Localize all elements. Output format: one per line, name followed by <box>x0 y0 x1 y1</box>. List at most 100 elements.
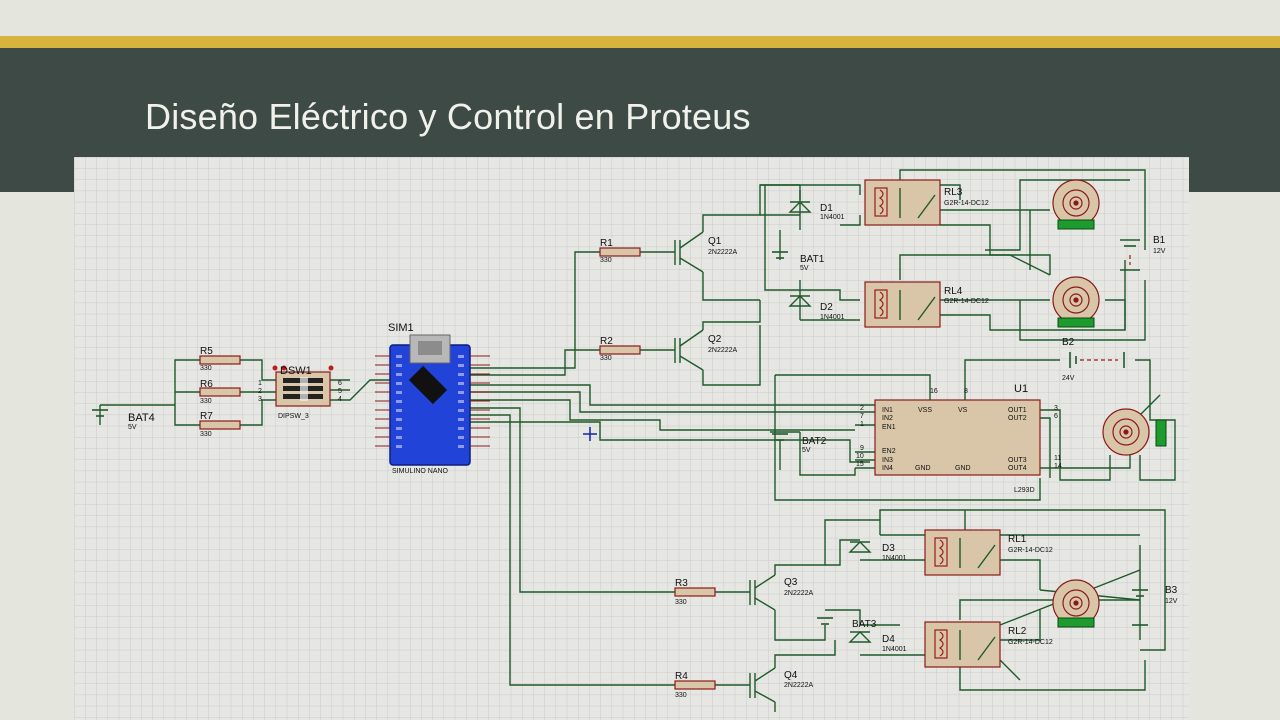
svg-text:D1: D1 <box>820 203 833 214</box>
svg-text:IN2: IN2 <box>882 415 893 422</box>
svg-text:OUT1: OUT1 <box>1008 407 1027 414</box>
svg-text:U1: U1 <box>1014 383 1028 395</box>
slide-title: Diseño Eléctrico y Control en Proteus <box>145 96 751 137</box>
svg-text:OUT4: OUT4 <box>1008 465 1027 472</box>
svg-text:14: 14 <box>1054 463 1062 470</box>
svg-text:6: 6 <box>1054 413 1058 420</box>
svg-text:24V: 24V <box>1062 375 1075 382</box>
svg-text:GND: GND <box>915 465 931 472</box>
svg-text:EN1: EN1 <box>882 424 896 431</box>
svg-text:R5: R5 <box>200 346 213 357</box>
svg-text:1: 1 <box>860 421 864 428</box>
svg-text:2N2222A: 2N2222A <box>708 249 738 256</box>
svg-text:G2R-14-DC12: G2R-14-DC12 <box>1008 639 1053 646</box>
svg-text:330: 330 <box>200 398 212 405</box>
svg-text:VS: VS <box>958 407 968 414</box>
svg-text:D4: D4 <box>882 634 895 645</box>
svg-text:D2: D2 <box>820 302 833 313</box>
svg-text:DSW1: DSW1 <box>280 365 312 377</box>
svg-text:OUT2: OUT2 <box>1008 415 1027 422</box>
svg-text:DIPSW_3: DIPSW_3 <box>278 413 309 420</box>
accent-bar <box>0 36 1280 48</box>
arduino-nano-board <box>375 334 490 466</box>
svg-text:G2R-14-DC12: G2R-14-DC12 <box>944 200 989 207</box>
transistors <box>674 231 776 703</box>
svg-text:BAT1: BAT1 <box>800 254 825 265</box>
component-labels: R5 R6 R7 R1 R2 R3 R4 SIM1 DSW1 BAT4 BAT1… <box>128 187 1178 699</box>
svg-text:8: 8 <box>964 388 968 395</box>
svg-text:Q1: Q1 <box>708 236 722 247</box>
svg-text:1N4001: 1N4001 <box>882 555 907 562</box>
wires <box>99 169 1176 712</box>
svg-text:5: 5 <box>338 388 342 395</box>
svg-text:IN1: IN1 <box>882 407 893 414</box>
svg-text:G2R-14-DC12: G2R-14-DC12 <box>944 298 989 305</box>
svg-text:9: 9 <box>860 445 864 452</box>
motors <box>1052 179 1167 628</box>
svg-text:1: 1 <box>258 380 262 387</box>
svg-text:330: 330 <box>600 355 612 362</box>
svg-text:330: 330 <box>200 431 212 438</box>
svg-text:B3: B3 <box>1165 585 1178 596</box>
svg-text:5V: 5V <box>128 424 137 431</box>
svg-text:RL3: RL3 <box>944 187 963 198</box>
dip-switch <box>272 365 334 407</box>
svg-text:2: 2 <box>258 388 262 395</box>
svg-text:7: 7 <box>860 413 864 420</box>
svg-text:3: 3 <box>258 396 262 403</box>
svg-text:R7: R7 <box>200 411 213 422</box>
svg-text:VSS: VSS <box>918 407 932 414</box>
svg-text:5V: 5V <box>802 447 811 454</box>
svg-text:Q3: Q3 <box>784 577 798 588</box>
svg-text:1N4001: 1N4001 <box>820 214 845 221</box>
svg-text:Q4: Q4 <box>784 670 798 681</box>
svg-text:3: 3 <box>1054 405 1058 412</box>
svg-text:R6: R6 <box>200 379 213 390</box>
svg-text:R4: R4 <box>675 671 688 682</box>
svg-text:GND: GND <box>955 465 971 472</box>
svg-text:15: 15 <box>856 461 864 468</box>
svg-text:G2R-14-DC12: G2R-14-DC12 <box>1008 547 1053 554</box>
svg-text:11: 11 <box>1054 455 1061 462</box>
svg-text:BAT4: BAT4 <box>128 412 155 424</box>
svg-text:330: 330 <box>600 257 612 264</box>
svg-text:IN4: IN4 <box>882 465 893 472</box>
l293d-chip <box>874 399 1041 476</box>
svg-text:EN2: EN2 <box>882 448 896 455</box>
svg-text:12V: 12V <box>1165 598 1178 605</box>
svg-text:1N4001: 1N4001 <box>820 314 845 321</box>
svg-text:2N2222A: 2N2222A <box>708 347 738 354</box>
svg-text:SIMULINO NANO: SIMULINO NANO <box>392 468 449 475</box>
svg-text:RL2: RL2 <box>1008 626 1027 637</box>
svg-text:SIM1: SIM1 <box>388 322 414 334</box>
probe-marker <box>583 427 597 441</box>
svg-text:2: 2 <box>860 405 864 412</box>
svg-text:R2: R2 <box>600 336 613 347</box>
svg-text:Q2: Q2 <box>708 334 722 345</box>
svg-text:1N4001: 1N4001 <box>882 646 907 653</box>
svg-text:RL1: RL1 <box>1008 534 1027 545</box>
svg-text:10: 10 <box>856 453 864 460</box>
svg-text:5V: 5V <box>800 265 809 272</box>
svg-text:OUT3: OUT3 <box>1008 457 1027 464</box>
svg-text:B1: B1 <box>1153 235 1166 246</box>
svg-text:BAT3: BAT3 <box>852 619 877 630</box>
svg-text:12V: 12V <box>1153 248 1166 255</box>
svg-text:R3: R3 <box>675 578 688 589</box>
battery-symbols <box>92 239 1148 626</box>
relays <box>864 179 1001 668</box>
svg-text:L293D: L293D <box>1014 487 1035 494</box>
svg-text:16: 16 <box>930 388 938 395</box>
svg-text:R1: R1 <box>600 238 613 249</box>
svg-text:2N2222A: 2N2222A <box>784 682 814 689</box>
svg-text:330: 330 <box>675 692 687 699</box>
svg-text:BAT2: BAT2 <box>802 436 827 447</box>
svg-text:6: 6 <box>338 380 342 387</box>
svg-text:RL4: RL4 <box>944 286 963 297</box>
svg-text:D3: D3 <box>882 543 895 554</box>
resistors <box>199 247 716 690</box>
diodes <box>788 201 872 643</box>
svg-text:2N2222A: 2N2222A <box>784 590 814 597</box>
svg-text:330: 330 <box>675 599 687 606</box>
svg-text:330: 330 <box>200 365 212 372</box>
